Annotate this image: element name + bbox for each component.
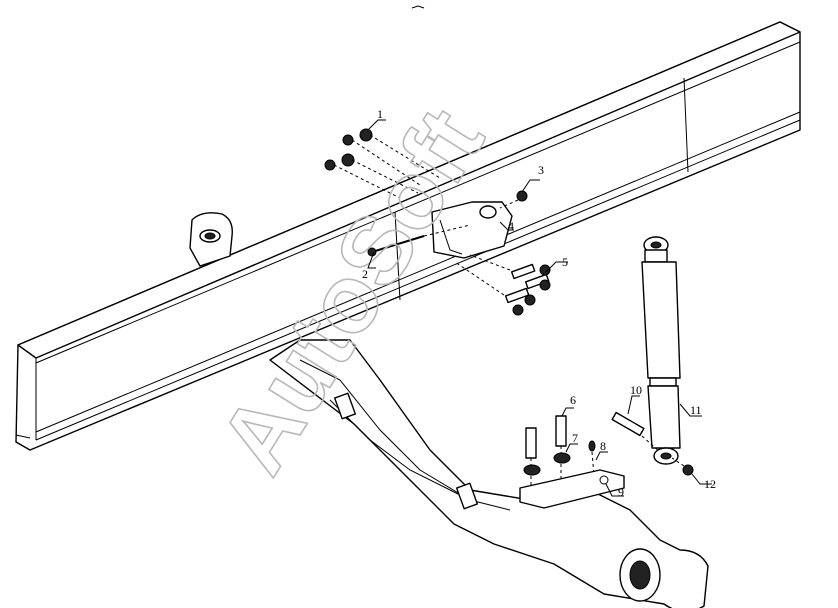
shock-absorber xyxy=(641,236,681,465)
callout-11: 11 xyxy=(690,403,702,417)
bolt-group-5 xyxy=(454,254,551,316)
callout-6: 6 xyxy=(570,393,576,407)
callout-8: 8 xyxy=(600,439,606,453)
long-bolt xyxy=(367,224,471,257)
callout-10: 10 xyxy=(630,383,642,397)
frame-side-rail xyxy=(15,21,801,451)
callout-9: 9 xyxy=(618,485,624,499)
clamp-plate-9 xyxy=(519,469,625,509)
shock-lower-bolt xyxy=(611,411,661,453)
callout-12: 12 xyxy=(704,477,716,491)
callout-1: 1 xyxy=(377,107,383,121)
nut-group-1 xyxy=(324,128,441,199)
callout-5: 5 xyxy=(562,255,568,269)
nut-3 xyxy=(499,190,528,209)
callout-3: 3 xyxy=(538,163,544,177)
leader-lines xyxy=(367,119,712,497)
shock-absorber-bracket xyxy=(431,201,513,259)
callout-2: 2 xyxy=(362,267,368,281)
nut-12 xyxy=(671,457,694,476)
callout-7: 7 xyxy=(572,431,578,445)
washer-7 xyxy=(523,452,571,476)
callout-4: 4 xyxy=(508,219,514,233)
top-mark xyxy=(411,5,425,9)
callout-labels: 1 2 3 4 5 6 7 8 9 10 11 12 xyxy=(362,107,716,499)
spring-hanger xyxy=(189,212,233,267)
